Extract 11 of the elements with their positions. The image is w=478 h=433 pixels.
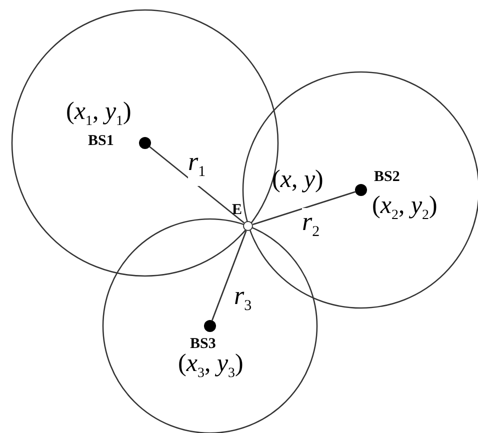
radius-line [252, 191, 356, 226]
point-label: E [232, 203, 242, 218]
radius-line [211, 230, 247, 321]
coordinate-label: (x$_{3}$, y$_{3}$) [178, 350, 244, 383]
coordinate-label: (x$_{2}$, y$_{2}$) [372, 192, 438, 225]
point-label: BS1 [88, 134, 114, 149]
point-label: BS2 [374, 170, 400, 185]
point-label: BS3 [190, 337, 216, 352]
radius-line [149, 146, 245, 224]
coordinate-label: (x, y) [272, 166, 324, 194]
coordinate-label: (x$_{1}$, y$_{1}$) [66, 98, 132, 131]
